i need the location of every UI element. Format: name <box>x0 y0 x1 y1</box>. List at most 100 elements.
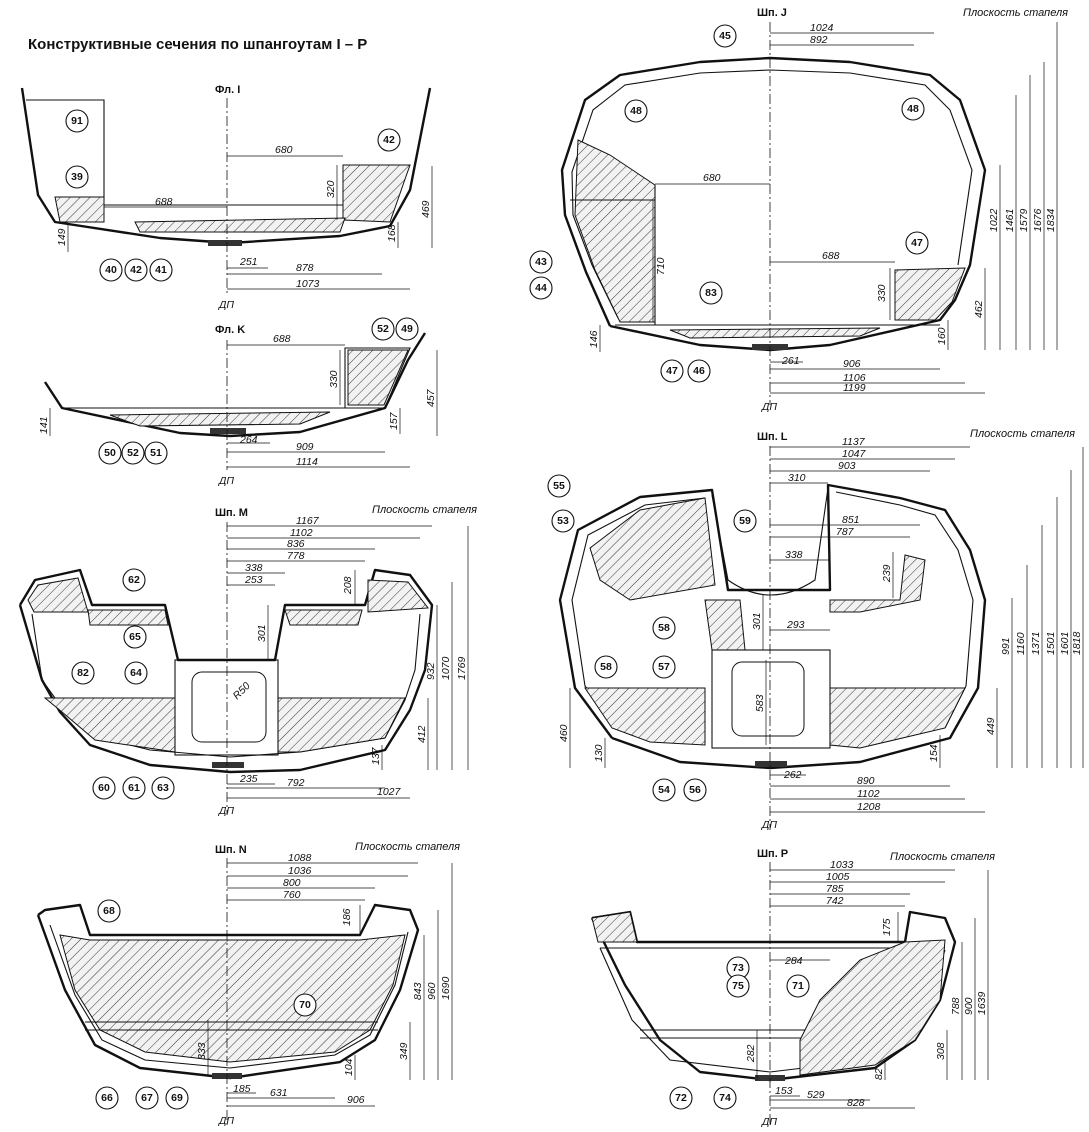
svg-text:583: 583 <box>754 694 766 712</box>
svg-text:788: 788 <box>950 997 962 1015</box>
svg-text:66: 66 <box>101 1092 113 1104</box>
svg-text:82: 82 <box>873 1068 885 1080</box>
svg-text:175: 175 <box>881 918 893 936</box>
svg-text:851: 851 <box>842 514 860 526</box>
svg-text:462: 462 <box>973 300 985 318</box>
svg-text:688: 688 <box>822 250 840 262</box>
svg-text:47: 47 <box>911 237 923 249</box>
svg-text:836: 836 <box>287 538 305 550</box>
svg-text:1160: 1160 <box>1015 632 1027 655</box>
svg-text:1579: 1579 <box>1018 208 1030 232</box>
svg-text:47: 47 <box>666 365 678 377</box>
svg-text:42: 42 <box>383 134 395 146</box>
svg-text:449: 449 <box>985 717 997 735</box>
section-fl-i: Фл. I 680 688 320 469 149 168 251 878 10… <box>20 84 433 311</box>
svg-text:50: 50 <box>104 447 116 459</box>
svg-text:293: 293 <box>786 619 805 631</box>
svg-text:890: 890 <box>857 775 875 787</box>
svg-text:680: 680 <box>703 172 721 184</box>
svg-text:83: 83 <box>705 287 717 299</box>
svg-text:330: 330 <box>328 370 340 388</box>
section-fl-k: Фл. K 688 330 457 141 157 264 909 1114 Д… <box>38 317 438 487</box>
svg-text:68: 68 <box>103 905 115 917</box>
svg-text:41: 41 <box>155 264 167 276</box>
section-shp-n-title: Шп. N <box>215 844 247 856</box>
svg-text:308: 308 <box>935 1042 947 1060</box>
svg-text:680: 680 <box>275 144 293 156</box>
svg-text:264: 264 <box>239 434 258 446</box>
svg-text:ДП: ДП <box>761 1116 777 1128</box>
section-shp-m-title: Шп. M <box>215 507 248 519</box>
svg-text:457: 457 <box>425 388 437 407</box>
svg-text:72: 72 <box>675 1092 687 1104</box>
svg-text:49: 49 <box>401 323 413 335</box>
svg-text:460: 460 <box>558 724 570 742</box>
svg-text:52: 52 <box>127 447 139 459</box>
svg-text:137: 137 <box>370 746 382 765</box>
svg-text:1073: 1073 <box>296 278 320 290</box>
svg-text:349: 349 <box>398 1042 410 1060</box>
svg-text:59: 59 <box>739 515 751 527</box>
svg-text:ДП: ДП <box>218 805 234 817</box>
svg-text:301: 301 <box>751 612 763 630</box>
svg-text:1027: 1027 <box>377 786 402 798</box>
svg-text:168: 168 <box>386 224 398 242</box>
svg-text:157: 157 <box>388 411 400 430</box>
svg-text:1208: 1208 <box>857 801 881 813</box>
svg-text:1102: 1102 <box>290 527 313 539</box>
svg-text:892: 892 <box>810 34 828 46</box>
svg-text:1690: 1690 <box>440 976 452 1000</box>
svg-text:71: 71 <box>792 980 804 992</box>
svg-text:1371: 1371 <box>1030 632 1042 655</box>
section-shp-p-title: Шп. P <box>757 848 788 860</box>
svg-text:261: 261 <box>781 355 800 367</box>
page-title: Конструктивные сечения по шпангоутам I –… <box>28 36 368 53</box>
svg-text:785: 785 <box>826 883 844 895</box>
section-shp-j-title: Шп. J <box>757 7 787 19</box>
svg-text:104: 104 <box>343 1058 355 1076</box>
svg-text:878: 878 <box>296 262 314 274</box>
section-fl-i-title: Фл. I <box>215 84 240 96</box>
svg-text:46: 46 <box>693 365 705 377</box>
svg-text:282: 282 <box>745 1044 757 1063</box>
svg-text:ДП: ДП <box>761 819 777 831</box>
svg-text:48: 48 <box>907 103 919 115</box>
svg-text:70: 70 <box>299 999 311 1011</box>
section-fl-k-title: Фл. K <box>215 324 245 336</box>
svg-text:828: 828 <box>847 1097 865 1109</box>
svg-text:185: 185 <box>233 1083 251 1095</box>
svg-text:239: 239 <box>881 564 893 583</box>
svg-text:58: 58 <box>600 661 612 673</box>
svg-text:55: 55 <box>553 480 565 492</box>
svg-text:1199: 1199 <box>843 382 866 394</box>
svg-text:253: 253 <box>244 574 263 586</box>
svg-text:Плоскость стапеля: Плоскость стапеля <box>970 428 1075 440</box>
svg-text:1676: 1676 <box>1032 208 1044 232</box>
svg-text:67: 67 <box>141 1092 153 1104</box>
svg-text:1639: 1639 <box>976 991 988 1015</box>
section-shp-p: Шп. P Плоскость стапеля 1033 1005 785 74… <box>590 848 995 1128</box>
svg-text:45: 45 <box>719 30 731 42</box>
svg-text:91: 91 <box>71 115 83 127</box>
svg-text:262: 262 <box>783 769 802 781</box>
svg-text:1047: 1047 <box>842 448 867 460</box>
svg-text:ДП: ДП <box>218 1115 234 1127</box>
svg-text:ДП: ДП <box>218 299 234 311</box>
svg-text:43: 43 <box>535 256 547 268</box>
svg-text:1461: 1461 <box>1004 209 1016 232</box>
svg-text:1114: 1114 <box>296 456 318 468</box>
svg-text:338: 338 <box>245 562 263 574</box>
svg-text:688: 688 <box>155 196 173 208</box>
svg-text:800: 800 <box>283 877 301 889</box>
svg-text:1167: 1167 <box>296 515 320 527</box>
svg-text:412: 412 <box>416 725 428 743</box>
svg-text:792: 792 <box>287 777 305 789</box>
svg-text:73: 73 <box>732 962 744 974</box>
svg-text:631: 631 <box>270 1087 288 1099</box>
svg-text:57: 57 <box>658 661 670 673</box>
svg-text:ДП: ДП <box>761 401 777 413</box>
section-shp-m: Шп. M Плоскость стапеля 1167 1102 836 77… <box>18 504 477 817</box>
svg-text:932: 932 <box>425 662 437 680</box>
svg-text:56: 56 <box>689 784 701 796</box>
